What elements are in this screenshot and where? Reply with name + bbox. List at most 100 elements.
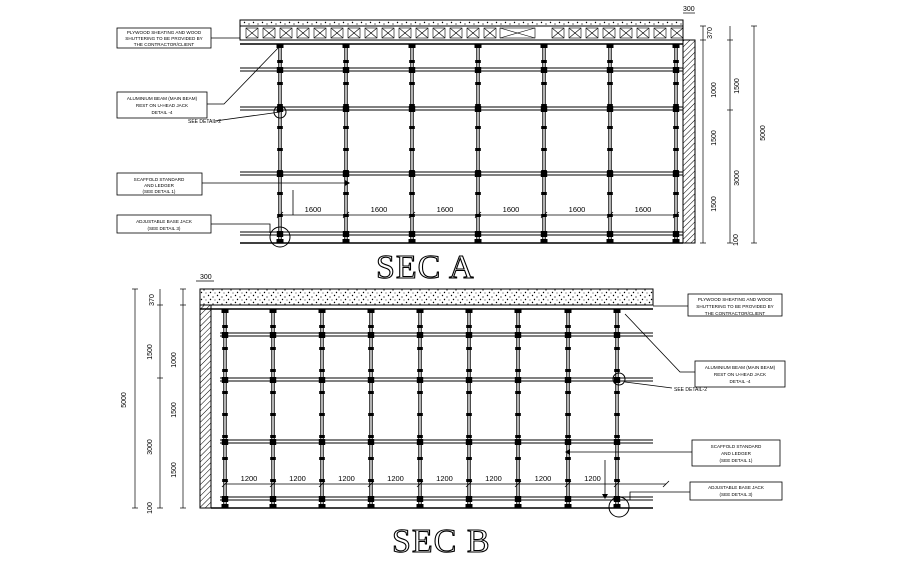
joist-section xyxy=(262,27,276,39)
scaffold-standard xyxy=(318,309,326,508)
section-a-scaffold-label: SCAFFOLD STANDARD AND LEDGER (SEE DETAIL… xyxy=(134,177,185,194)
section-b-scaffold-line-3: (SEE DETAIL 1) xyxy=(720,458,753,463)
span-dimension-label: 1200 xyxy=(241,474,258,483)
section-b-slab xyxy=(199,288,654,306)
section-b-dim-1500-a: 1500 xyxy=(147,344,154,360)
section-b-basejack-label: ADJUSTABLE BASE JACK (SEE DETAIL 3) xyxy=(708,485,765,497)
joist-section xyxy=(245,27,259,39)
scaffold-standard xyxy=(465,309,473,508)
section-a-plywood-line-1: PLYWOOD SHEATING AND WOOD xyxy=(127,30,202,35)
joist-section xyxy=(653,27,667,39)
section-b-dim-1000: 1000 xyxy=(171,352,178,368)
joist-section xyxy=(449,27,463,39)
section-a-base-circle xyxy=(269,226,291,248)
section-b-dim-370: 370 xyxy=(149,294,156,306)
span-dimension-label: 1200 xyxy=(584,474,601,483)
section-b-dim-3000: 3000 xyxy=(147,439,154,455)
section-a-beam-line-2: REST ON U-HEAD JACK xyxy=(136,103,189,108)
span-dimension-label: 1600 xyxy=(437,205,454,214)
joist-section xyxy=(381,27,395,39)
scaffold-standard xyxy=(408,44,416,243)
section-a-basejack-line-1: ADJUSTABLE BASE JACK xyxy=(136,219,193,224)
joist-section xyxy=(670,27,684,39)
section-b-scaffold-line-1: SCAFFOLD STANDARD xyxy=(711,444,762,449)
section-b: PLYWOOD SHEATING AND WOOD SHUTTERING TO … xyxy=(121,274,786,561)
section-a-beam-label: ALUMINIUM BEAM (MAIN BEAM) REST ON U-HEA… xyxy=(127,96,198,115)
section-a-see-detail: SEE DETAIL-2 xyxy=(188,119,221,125)
joist-section xyxy=(499,27,536,39)
section-b-beam-label: ALUMINIUM BEAM (MAIN BEAM) REST ON U-HEA… xyxy=(705,365,776,384)
section-b-top-dim: 300 xyxy=(200,274,212,281)
section-b-dim-1500-b: 1500 xyxy=(171,402,178,418)
section-a-dim-1000: 1000 xyxy=(711,82,718,98)
section-a-dim-1500-b: 1500 xyxy=(711,130,718,146)
joist-section xyxy=(466,27,480,39)
scaffold-standard xyxy=(342,44,350,243)
section-b-basejack-line-2: (SEE DETAIL 3) xyxy=(720,492,753,497)
joist-section xyxy=(364,27,378,39)
section-a-leaders xyxy=(202,37,345,233)
section-b-base-circle xyxy=(608,496,630,518)
joist-section xyxy=(313,27,327,39)
section-b-plywood-line-2: SHUTTERING TO BE PROVIDED BY xyxy=(696,304,773,309)
span-dimension-label: 1600 xyxy=(569,205,586,214)
span-dimension-label: 1200 xyxy=(535,474,552,483)
section-b-beam-line-3: DETAIL -4 xyxy=(730,379,751,384)
section-b-scaffold-line-2: AND LEDGER xyxy=(721,451,752,456)
scaffold-standard xyxy=(474,44,482,243)
section-b-basejack-line-1: ADJUSTABLE BASE JACK xyxy=(708,485,765,490)
scaffold-standard xyxy=(613,309,621,508)
section-a-dim-100: 100 xyxy=(733,234,740,246)
joist-section xyxy=(432,27,446,39)
section-a-top-dim: 300 xyxy=(683,6,695,13)
scaffold-standard xyxy=(416,309,424,508)
joist-section xyxy=(330,27,344,39)
scaffold-standard xyxy=(672,44,680,243)
section-b-beam-line-1: ALUMINIUM BEAM (MAIN BEAM) xyxy=(705,365,776,370)
section-a-joists xyxy=(245,27,684,39)
section-a-dim-5000: 5000 xyxy=(760,125,767,141)
section-a-plywood-line-3: THE CONTRACTOR/CLIENT xyxy=(134,42,195,47)
section-b-leaders xyxy=(570,305,695,500)
section-b-plywood-label: PLYWOOD SHEATING AND WOOD SHUTTERING TO … xyxy=(696,297,773,316)
section-b-standards xyxy=(221,309,621,508)
section-b-dim-5000: 5000 xyxy=(121,392,128,408)
joist-section xyxy=(602,27,616,39)
section-a-standards xyxy=(276,44,680,243)
scaffold-standard xyxy=(540,44,548,243)
joist-section xyxy=(483,27,497,39)
span-dimension-label: 1600 xyxy=(503,205,520,214)
joist-section xyxy=(415,27,429,39)
joist-section xyxy=(636,27,650,39)
joist-section xyxy=(296,27,310,39)
section-a-scaffold-line-3: (SEE DETAIL 1) xyxy=(143,189,176,194)
section-a-slab xyxy=(239,19,684,27)
section-a-dim-1500-a: 1500 xyxy=(734,78,741,94)
section-a-plywood-line-2: SHUTTERING TO BE PROVIDED BY xyxy=(125,36,202,41)
joist-section xyxy=(551,27,565,39)
span-dimension-label: 1200 xyxy=(338,474,355,483)
span-dimension-label: 1200 xyxy=(289,474,306,483)
section-b-beam-line-2: REST ON U-HEAD JACK xyxy=(714,372,767,377)
span-dimension-label: 1200 xyxy=(387,474,404,483)
section-a-detail-circle xyxy=(273,105,287,119)
section-a-beam-line-3: DETAIL -4 xyxy=(152,110,173,115)
section-b-plywood-line-3: THE CONTRACTOR/CLIENT xyxy=(705,311,766,316)
span-dimension-label: 1600 xyxy=(371,205,388,214)
joist-section xyxy=(619,27,633,39)
section-b-plywood-line-1: PLYWOOD SHEATING AND WOOD xyxy=(698,297,773,302)
joist-section xyxy=(398,27,412,39)
span-dimension-label: 1600 xyxy=(305,205,322,214)
section-a-title: SEC A xyxy=(376,249,475,286)
scaffold-standard xyxy=(269,309,277,508)
span-dimension-label: 1200 xyxy=(436,474,453,483)
joist-section xyxy=(568,27,582,39)
scaffold-standard xyxy=(367,309,375,508)
joist-section xyxy=(347,27,361,39)
span-dimension-label: 1200 xyxy=(485,474,502,483)
joist-section xyxy=(279,27,293,39)
scaffold-standard xyxy=(564,309,572,508)
section-b-scaffold-label: SCAFFOLD STANDARD AND LEDGER (SEE DETAIL… xyxy=(711,444,762,463)
